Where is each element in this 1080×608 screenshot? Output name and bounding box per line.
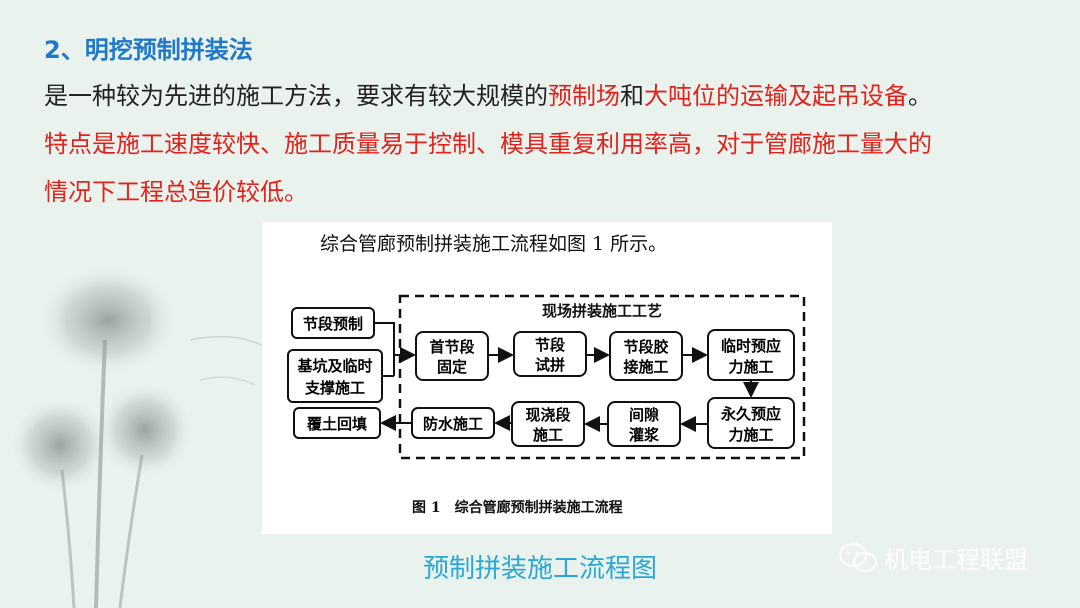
- svg-text:力施工: 力施工: [728, 426, 773, 444]
- box-gap-grout: 间隙 灌浆: [607, 401, 681, 447]
- wechat-icon: [838, 542, 878, 572]
- svg-text:永久预应: 永久预应: [720, 405, 781, 423]
- intro-seg-1: 是一种较为先进的施工方法，要求有较大规模的: [44, 82, 548, 110]
- intro-seg-2: 和: [620, 82, 644, 110]
- svg-text:现浇段: 现浇段: [525, 406, 570, 424]
- onsite-process-title: 现场拼装施工工艺: [542, 302, 662, 320]
- svg-text:临时预应: 临时预应: [721, 337, 781, 355]
- box-cast-segment: 现浇段 施工: [511, 401, 585, 447]
- svg-text:首节段: 首节段: [429, 338, 474, 356]
- intro-highlight-prefab-yard: 预制场: [548, 82, 620, 110]
- figure-caption: 预制拼装施工流程图: [422, 554, 657, 584]
- svg-text:覆土回填: 覆土回填: [307, 415, 367, 433]
- svg-text:力施工: 力施工: [728, 358, 773, 376]
- svg-text:节段: 节段: [535, 336, 565, 354]
- box-segment-prefab: 节段预制: [291, 307, 375, 339]
- box-first-segment-fix: 首节段 固定: [415, 331, 489, 381]
- box-pit-support: 基坑及临时 支撑施工: [287, 349, 383, 403]
- onsite-process-frame: [398, 294, 806, 460]
- intro-highlight-lifting-equipment: 大吨位的运输及起吊设备: [644, 82, 908, 110]
- flow-arrows: [374, 322, 759, 432]
- features-line-2: 情况下工程总造价较低。: [44, 178, 308, 206]
- features-line-1: 特点是施工速度较快、施工质量易于控制、模具重复利用率高，对于管廊施工量大的: [44, 130, 932, 158]
- svg-text:固定: 固定: [437, 358, 467, 376]
- svg-text:施工: 施工: [533, 426, 563, 444]
- box-perm-prestress: 永久预应 力施工: [707, 397, 795, 449]
- figure-caption-label: 图 1 综合管廊预制拼装施工流程: [412, 499, 623, 516]
- box-waterproof: 防水施工: [411, 407, 495, 439]
- svg-text:间隙: 间隙: [629, 406, 659, 424]
- intro-text: 是一种较为先进的施工方法，要求有较大规模的预制场和大吨位的运输及起吊设备。: [44, 76, 932, 111]
- svg-text:接施工: 接施工: [623, 358, 668, 376]
- box-trial-assembly: 节段 试拼: [513, 331, 587, 377]
- svg-text:基坑及临时: 基坑及临时: [296, 357, 372, 375]
- svg-text:节段预制: 节段预制: [303, 315, 363, 333]
- section-heading: 2、明挖预制拼装法: [44, 36, 253, 64]
- svg-text:防水施工: 防水施工: [423, 415, 483, 433]
- svg-text:节段胶: 节段胶: [623, 338, 668, 356]
- watermark: 机电工程联盟: [838, 540, 1028, 575]
- flowchart-figure: 综合管廊预制拼装施工流程如图 1 所示。 现场拼装施工工艺 节段预制 基坑及临时…: [262, 222, 832, 534]
- figure-intro-text: 综合管廊预制拼装施工流程如图 1 所示。: [320, 233, 667, 255]
- box-backfill: 覆土回填: [293, 407, 381, 439]
- intro-seg-3: 。: [908, 82, 932, 110]
- watermark-text: 机电工程联盟: [884, 546, 1028, 574]
- svg-text:支撑施工: 支撑施工: [304, 379, 365, 397]
- svg-text:灌浆: 灌浆: [629, 426, 660, 444]
- box-glue-joint: 节段胶 接施工: [609, 331, 683, 381]
- svg-text:试拼: 试拼: [535, 356, 565, 374]
- box-temp-prestress: 临时预应 力施工: [707, 329, 795, 381]
